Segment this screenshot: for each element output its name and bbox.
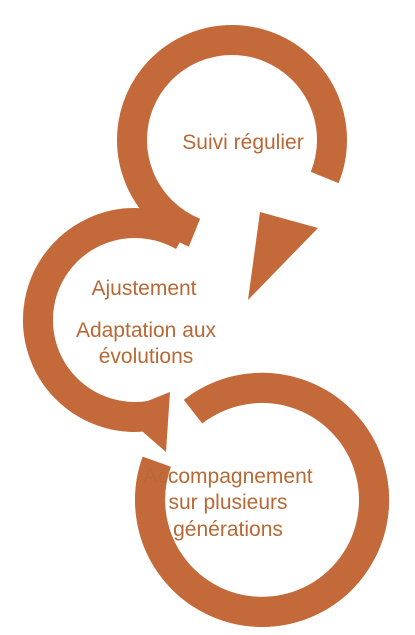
step-label-adaptation: Adaptation aux évolutions <box>75 319 217 369</box>
arrow-suivi <box>117 25 347 247</box>
arrowhead-ajustement <box>120 392 170 452</box>
step-label-accompagnement: Accompagnement sur plusieurs générations <box>143 465 313 541</box>
step-label-suivi-regulier: Suivi régulier <box>182 131 304 154</box>
arrow-ajustement <box>22 208 191 432</box>
arrowhead-suivi <box>248 212 318 300</box>
step-label-ajustement: Ajustement <box>91 277 197 300</box>
arrow-accompagnement-ring <box>135 372 390 627</box>
